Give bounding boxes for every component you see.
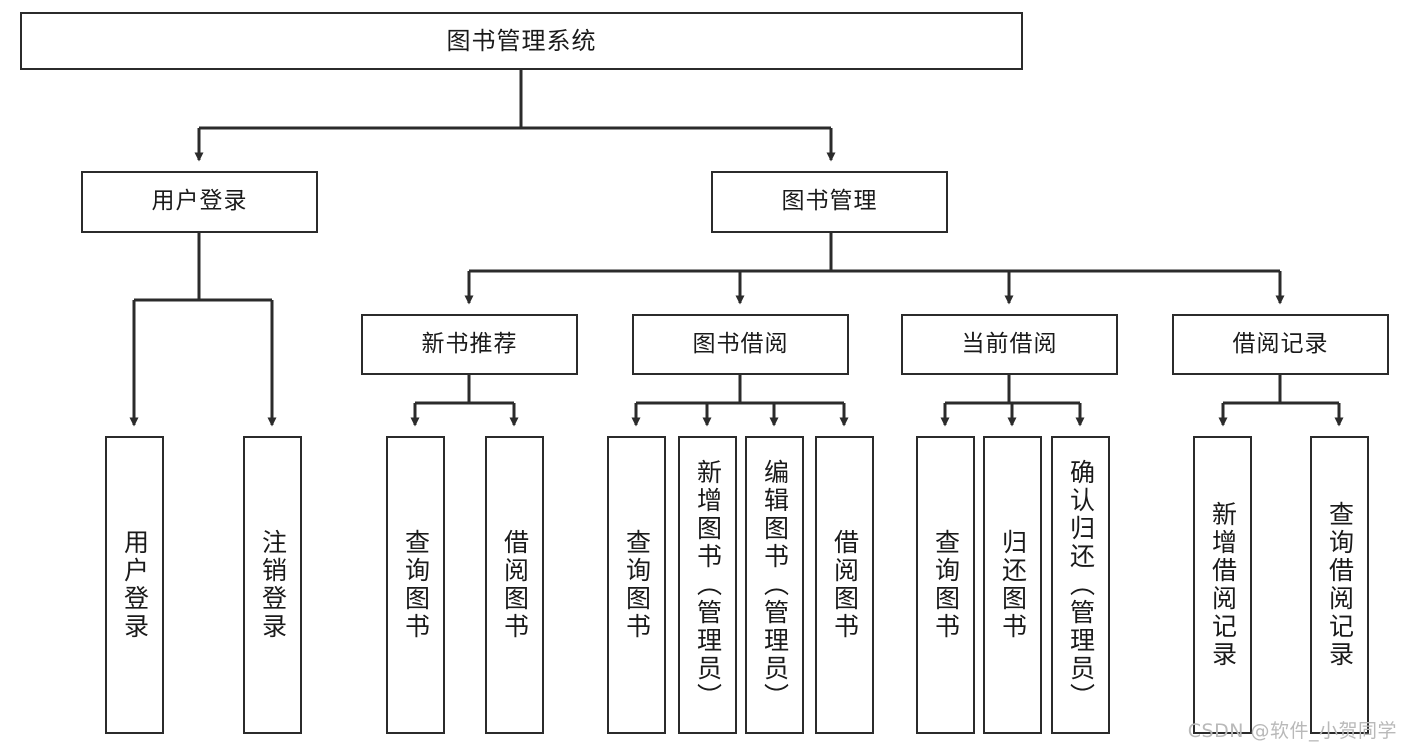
leaf-bookborrow-query-book[interactable]: 查询图书 xyxy=(607,436,666,734)
leaf-bookborrow-edit-book-admin[interactable]: 编辑图书（管理员） xyxy=(745,436,804,734)
leaf-bookborrow-borrow-book[interactable]: 借阅图书 xyxy=(815,436,874,734)
node-borrow-record[interactable]: 借阅记录 xyxy=(1172,314,1389,375)
leaf-borrowrecord-add-record[interactable]: 新增借阅记录 xyxy=(1193,436,1252,734)
node-label: 查询图书 xyxy=(931,529,961,641)
node-label: 用户登录 xyxy=(120,529,150,641)
node-root-system[interactable]: 图书管理系统 xyxy=(20,12,1023,70)
node-label: 归还图书 xyxy=(998,529,1028,641)
node-label: 确认归还（管理员） xyxy=(1066,459,1096,711)
leaf-currentborrow-confirm-return-admin[interactable]: 确认归还（管理员） xyxy=(1051,436,1110,734)
leaf-bookborrow-add-book-admin[interactable]: 新增图书（管理员） xyxy=(678,436,737,734)
node-label: 当前借阅 xyxy=(961,330,1058,357)
node-label: 用户登录 xyxy=(151,188,248,215)
leaf-newbook-borrow-book[interactable]: 借阅图书 xyxy=(485,436,544,734)
node-label: 查询借阅记录 xyxy=(1325,501,1355,669)
node-label: 编辑图书（管理员） xyxy=(760,459,790,711)
node-user-login[interactable]: 用户登录 xyxy=(81,171,318,233)
node-book-management[interactable]: 图书管理 xyxy=(711,171,948,233)
node-current-borrow[interactable]: 当前借阅 xyxy=(901,314,1118,375)
node-label: 新增图书（管理员） xyxy=(693,459,723,711)
node-label: 图书借阅 xyxy=(692,330,789,357)
node-label: 注销登录 xyxy=(258,529,288,641)
leaf-user-login-logout[interactable]: 注销登录 xyxy=(243,436,302,734)
node-label: 借阅图书 xyxy=(500,529,530,641)
node-label: 查询图书 xyxy=(401,529,431,641)
leaf-newbook-query-book[interactable]: 查询图书 xyxy=(386,436,445,734)
node-label: 借阅记录 xyxy=(1232,330,1329,357)
node-label: 查询图书 xyxy=(622,529,652,641)
node-label: 图书管理系统 xyxy=(446,26,597,55)
leaf-borrowrecord-query-record[interactable]: 查询借阅记录 xyxy=(1310,436,1369,734)
node-label: 新书推荐 xyxy=(421,330,518,357)
node-label: 图书管理 xyxy=(781,188,878,215)
leaf-user-login-login[interactable]: 用户登录 xyxy=(105,436,164,734)
leaf-currentborrow-return-book[interactable]: 归还图书 xyxy=(983,436,1042,734)
node-new-book-recommend[interactable]: 新书推荐 xyxy=(361,314,578,375)
node-book-borrow[interactable]: 图书借阅 xyxy=(632,314,849,375)
leaf-currentborrow-query-book[interactable]: 查询图书 xyxy=(916,436,975,734)
node-label: 借阅图书 xyxy=(830,529,860,641)
node-label: 新增借阅记录 xyxy=(1208,501,1238,669)
